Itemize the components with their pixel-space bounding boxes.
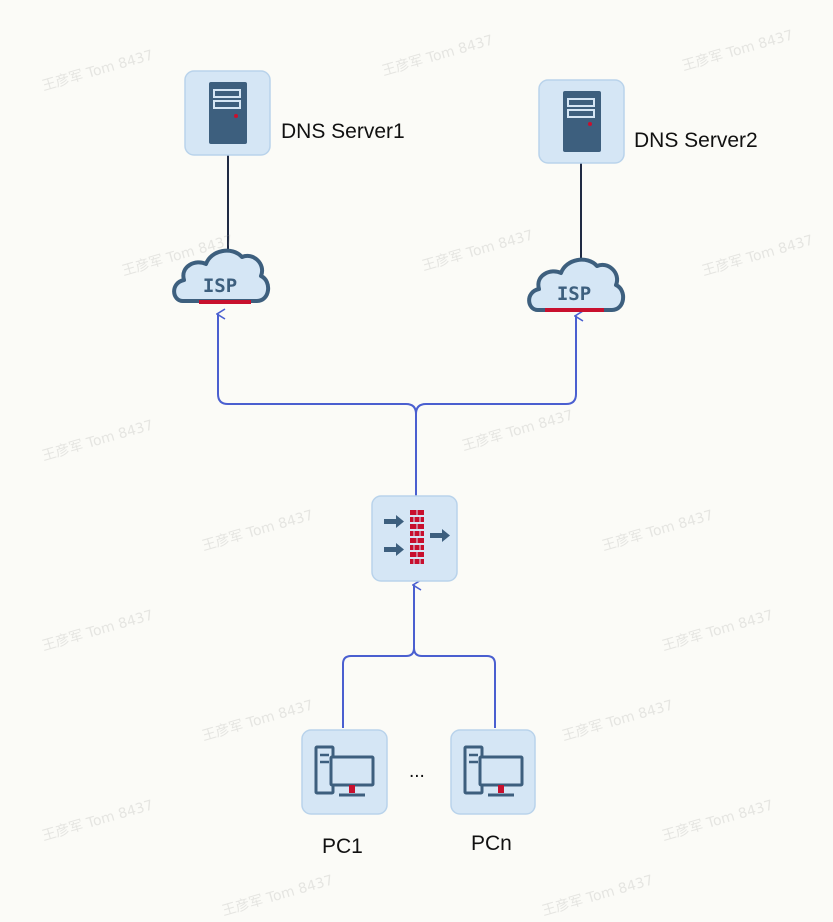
dns-server-2-label: DNS Server2 [634,129,758,152]
pc-1-label: PC1 [322,835,363,858]
pc-n-label: PCn [471,832,512,855]
link-pc1-firewall [342,585,414,728]
link-firewall-isp1 [218,314,417,496]
isp-1-label: ISP [203,275,237,297]
dns-server-1-label: DNS Server1 [281,120,405,143]
server-icon [209,82,247,144]
isp-cloud-1[interactable]: ISP [172,248,270,304]
isp-2-label: ISP [557,283,591,305]
dns-server-1-node[interactable] [184,70,271,156]
firewall-icon [384,510,450,564]
computer-icon [463,745,524,797]
link-pcn-firewall [413,647,496,728]
cloud-icon [527,257,625,312]
computer-icon [314,745,375,797]
cloud-icon [172,248,270,303]
dns-server-2-node[interactable] [538,79,625,164]
server-icon [563,91,601,152]
pc-n-node[interactable] [450,729,536,815]
pc-1-node[interactable] [301,729,388,815]
firewall-node[interactable] [371,495,458,582]
isp-cloud-2[interactable]: ISP [527,257,625,312]
ellipsis-label: ... [409,761,425,782]
link-firewall-isp2 [415,316,576,496]
